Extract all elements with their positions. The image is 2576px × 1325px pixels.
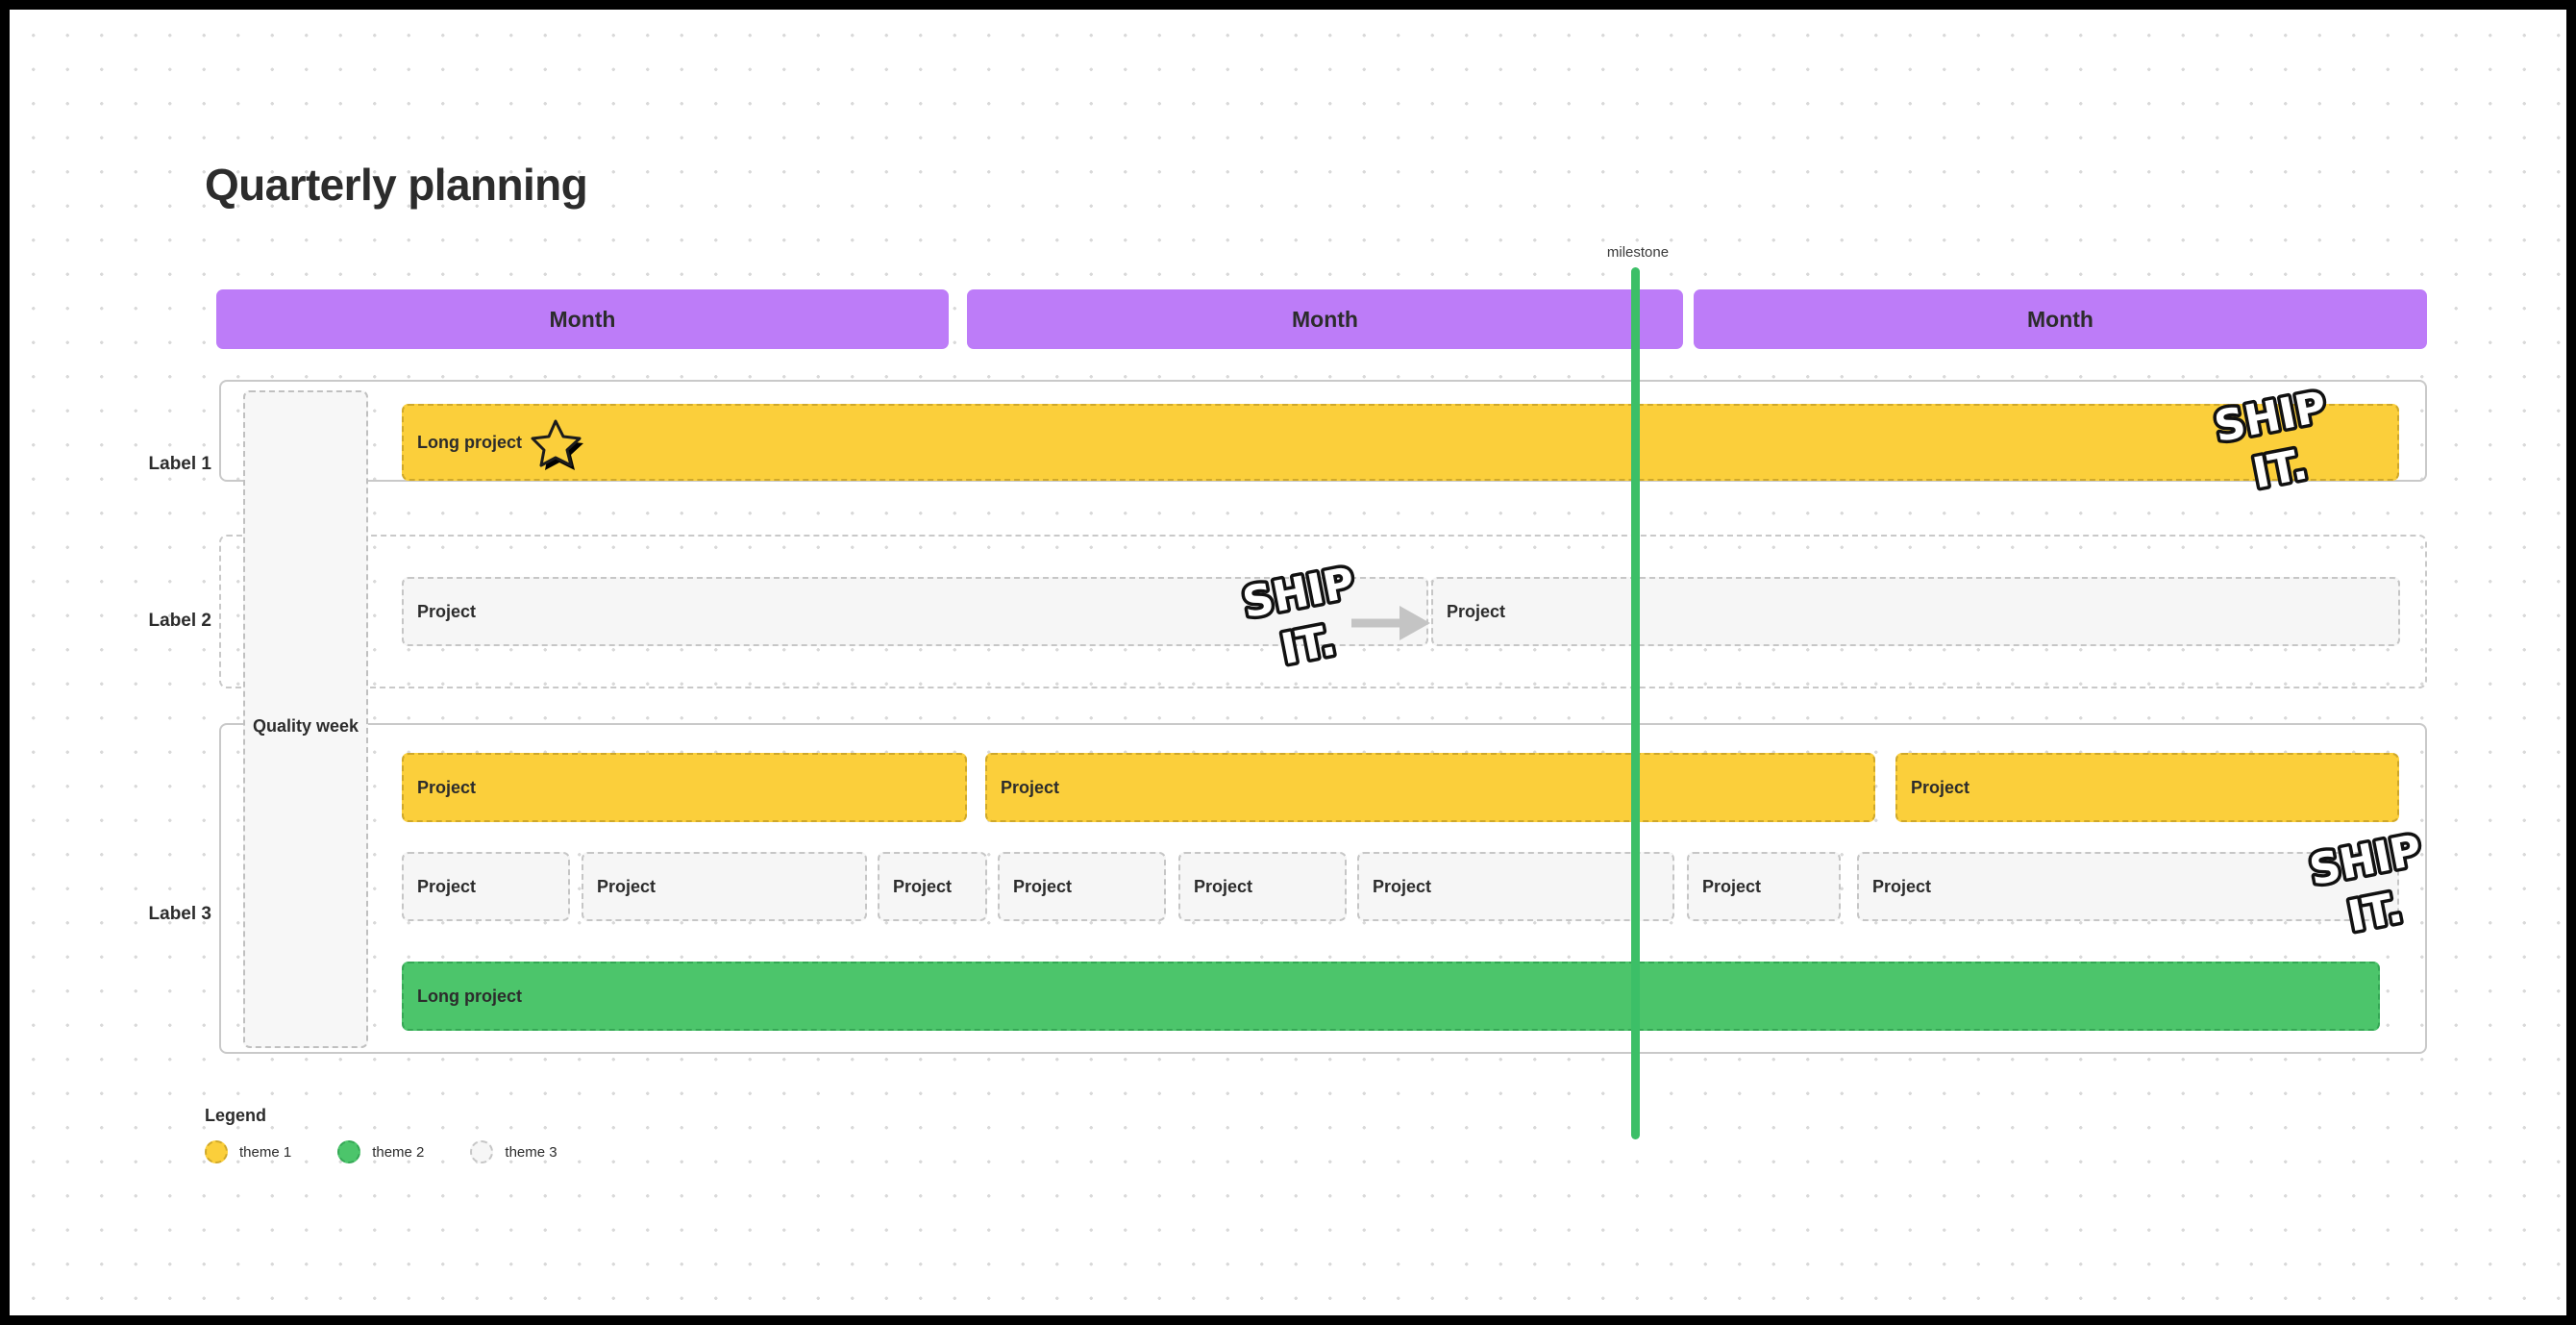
task-bar[interactable]: Long project xyxy=(402,962,2380,1031)
legend-title: Legend xyxy=(205,1106,267,1125)
task-bar[interactable]: Project xyxy=(1857,852,2399,921)
month-header-2[interactable]: Month xyxy=(967,289,1683,349)
row-label-1: Label 1 xyxy=(148,454,211,474)
legend-item-theme-2[interactable]: theme 2 xyxy=(337,1140,424,1163)
task-bar-label: Project xyxy=(597,876,656,896)
task-bar[interactable]: Project xyxy=(985,753,1875,822)
page-title: Quarterly planning xyxy=(205,160,588,210)
swimlane-row-3[interactable] xyxy=(219,723,2427,1054)
task-bar[interactable]: Project xyxy=(998,852,1166,921)
task-bar[interactable]: Project xyxy=(582,852,867,921)
quality-week-band[interactable] xyxy=(243,390,368,1048)
month-header-label: Month xyxy=(549,306,616,332)
task-bar[interactable]: Project xyxy=(1178,852,1347,921)
row-label-3: Label 3 xyxy=(148,904,211,924)
task-bar-label: Project xyxy=(1001,777,1060,797)
task-bar[interactable]: Project xyxy=(402,577,1428,646)
task-bar-label: Project xyxy=(417,601,477,621)
legend: Legend theme 1 theme 2 theme 3 xyxy=(205,1106,604,1163)
task-bar-label: Long project xyxy=(417,432,522,452)
quality-week-label: Quality week xyxy=(252,716,359,736)
task-bar[interactable]: Project xyxy=(402,753,967,822)
legend-item-theme-3[interactable]: theme 3 xyxy=(470,1140,557,1163)
task-bar-label: Project xyxy=(1194,876,1253,896)
task-bar[interactable]: Long project xyxy=(402,404,2399,481)
legend-swatch-icon xyxy=(205,1140,228,1163)
month-header-3[interactable]: Month xyxy=(1694,289,2427,349)
milestone-label: milestone xyxy=(1606,244,1670,261)
legend-items: theme 1 theme 2 theme 3 xyxy=(205,1140,604,1163)
task-bar[interactable]: Project xyxy=(1687,852,1841,921)
connector-arrow xyxy=(1350,603,1436,648)
swimlane-row-1[interactable] xyxy=(219,380,2427,482)
month-header-label: Month xyxy=(1292,306,1358,332)
legend-item-label: theme 3 xyxy=(505,1143,557,1161)
task-bar[interactable]: Project xyxy=(878,852,987,921)
task-bar-label: Project xyxy=(417,876,477,896)
month-header-1[interactable]: Month xyxy=(216,289,949,349)
task-bar-label: Project xyxy=(1013,876,1073,896)
task-bar[interactable]: Project xyxy=(1431,577,2400,646)
task-bar-label: Project xyxy=(1447,601,1506,621)
task-bar-label: Project xyxy=(417,777,477,797)
task-bar[interactable]: Project xyxy=(1895,753,2399,822)
swimlane-row-2[interactable] xyxy=(219,535,2427,688)
task-bar[interactable]: Project xyxy=(1357,852,1674,921)
whiteboard-canvas[interactable]: Quarterly planning Month Month Month mil… xyxy=(10,10,2566,1315)
task-bar-label: Project xyxy=(1702,876,1762,896)
task-bar-label: Project xyxy=(1373,876,1432,896)
legend-swatch-icon xyxy=(337,1140,361,1163)
legend-item-theme-1[interactable]: theme 1 xyxy=(205,1140,291,1163)
task-bar-label: Project xyxy=(1872,876,1932,896)
legend-item-label: theme 1 xyxy=(239,1143,292,1161)
milestone-line[interactable] xyxy=(1631,267,1640,1139)
task-bar[interactable]: Project xyxy=(402,852,570,921)
legend-swatch-icon xyxy=(470,1140,494,1163)
task-bar-label: Project xyxy=(1911,777,1970,797)
task-bar-label: Project xyxy=(893,876,953,896)
row-label-2: Label 2 xyxy=(148,611,211,631)
month-header-label: Month xyxy=(2027,306,2093,332)
task-bar-label: Long project xyxy=(417,986,522,1006)
legend-item-label: theme 2 xyxy=(372,1143,425,1161)
